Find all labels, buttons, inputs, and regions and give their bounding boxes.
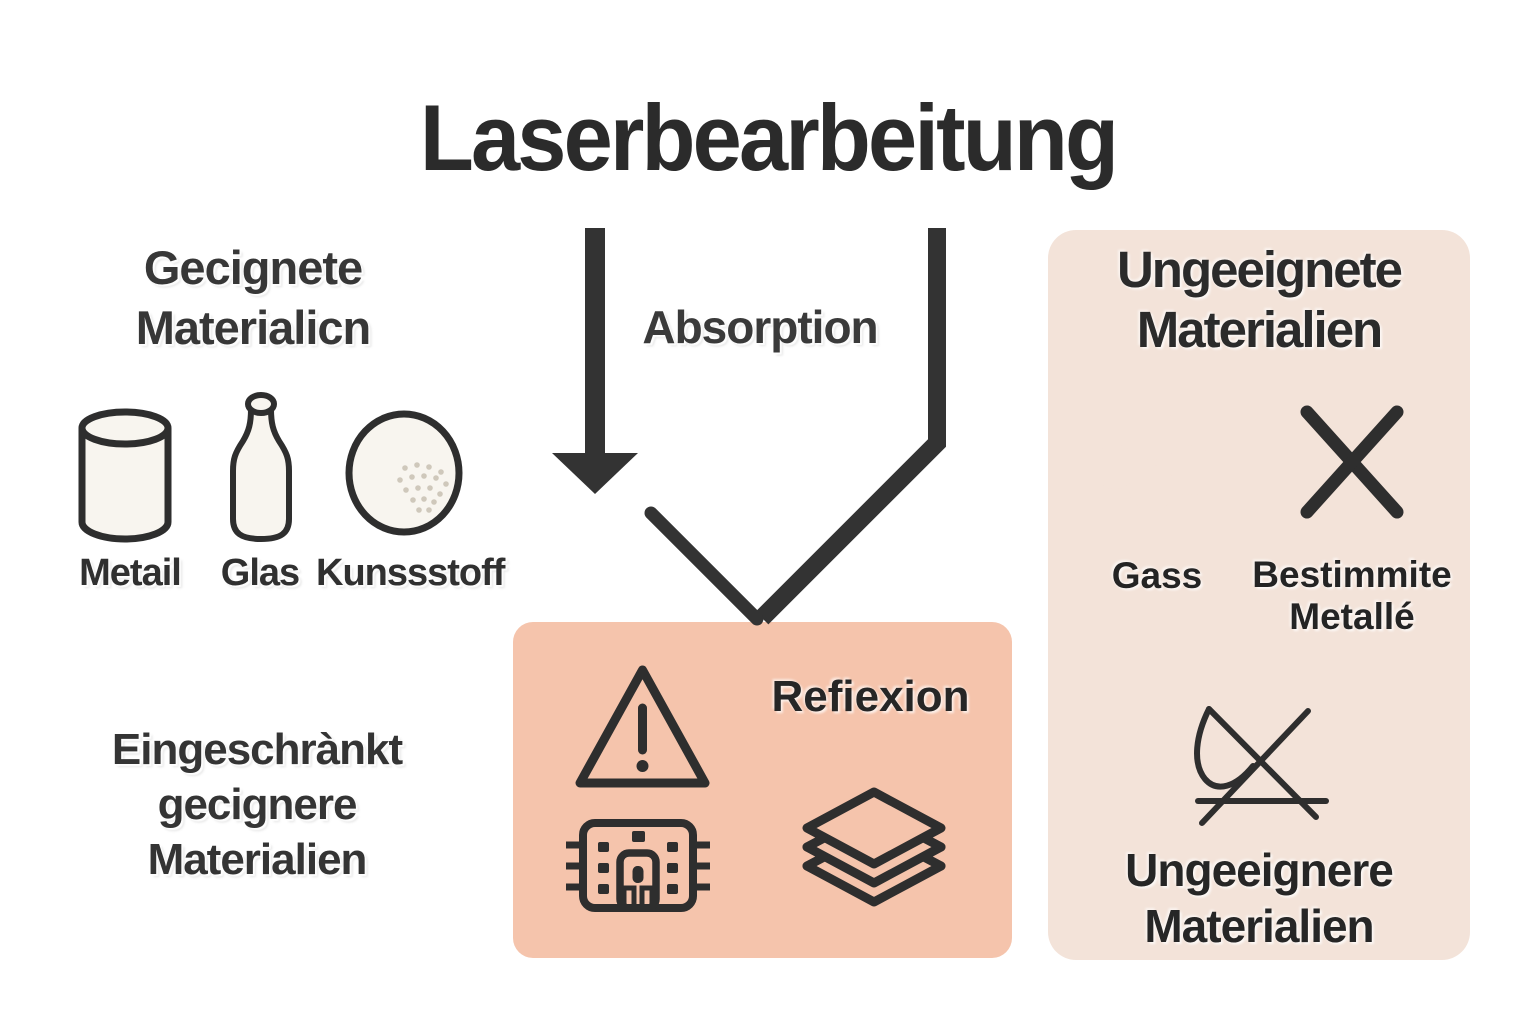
cross-icon [1300, 405, 1404, 519]
unsuitable-footer-heading: Ungeeignere Materialien [1048, 842, 1470, 954]
gas-cloud-icon [1093, 410, 1215, 511]
unsuitable-footer-line1: Ungeeignere [1125, 844, 1394, 896]
glass-bottle-icon [230, 392, 292, 542]
plastic-ball-icon [345, 410, 463, 536]
incident-beam-line [755, 228, 946, 625]
reflected-beam-line [644, 506, 764, 626]
reflection-box [513, 622, 1012, 958]
metals-label-line1: Bestimmite [1252, 554, 1452, 595]
reflexion-label: Refiexion [771, 672, 970, 721]
metals-label-line2: Metallé [1289, 596, 1415, 637]
metal-cylinder-icon [78, 408, 172, 543]
restricted-heading-line2: gecignere [157, 780, 358, 829]
ball-dots [397, 462, 449, 513]
suitable-materials-heading: Gecignete Materialicn [68, 238, 438, 358]
suitable-heading-line2: Materialicn [135, 301, 372, 354]
unsuitable-heading-line1: Ungeeignete [1116, 241, 1403, 298]
metals-label: Bestimmite Metallé [1252, 554, 1452, 638]
suitable-heading-line1: Gecignete [143, 241, 363, 294]
chip-icon [566, 819, 710, 912]
unsuitable-box [1048, 230, 1470, 960]
material-label-plastic: Kunssstoff [316, 552, 505, 594]
restricted-heading-line1: Eingeschrànkt [111, 725, 403, 774]
gas-label: Gass [1111, 555, 1203, 596]
unsuitable-materials-heading: Ungeeignete Materialien [1048, 240, 1470, 360]
absorption-arrowhead [552, 453, 638, 494]
page-title: Laserbearbeitung [419, 85, 1119, 190]
material-label-metal: Metail [79, 552, 182, 594]
restricted-heading-line3: Materialien [147, 835, 368, 884]
restricted-materials-heading: Eingeschrànkt gecignere Materialien [70, 722, 444, 887]
unsuitable-heading-line2: Materialien [1136, 301, 1383, 358]
absorption-label: Absorption [642, 301, 878, 353]
warning-triangle-icon [575, 665, 710, 788]
layers-icon [802, 787, 946, 907]
material-label-glass: Glas [220, 552, 300, 594]
unsuitable-footer-line2: Materialien [1144, 900, 1374, 952]
crossed-material-icon [1194, 706, 1329, 826]
